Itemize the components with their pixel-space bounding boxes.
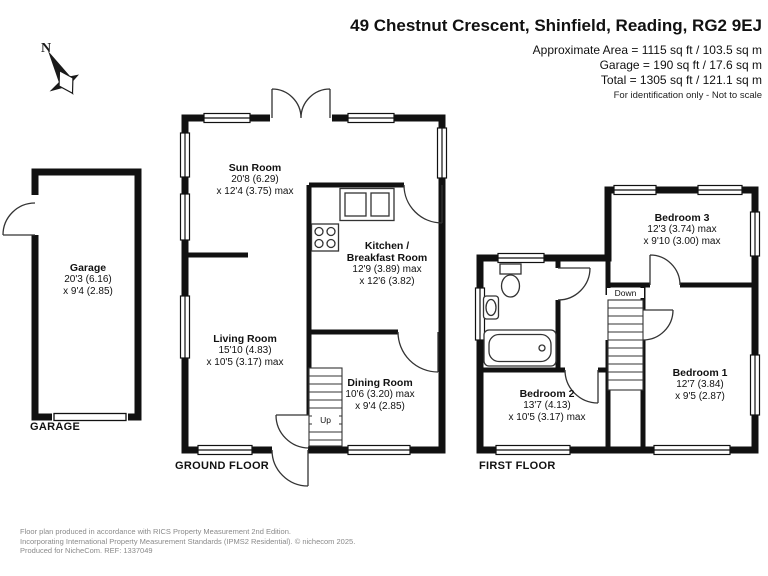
room-dim: 12'7 (3.84) <box>676 379 724 390</box>
page-title: 49 Chestnut Crescent, Shinfield, Reading… <box>350 16 762 35</box>
kitchen-sink-icon <box>339 187 395 222</box>
disclaimer-text: For identification only - Not to scale <box>613 90 762 101</box>
room-dim: 12'9 (3.89) max <box>352 264 422 275</box>
stairs-up-label: Up <box>312 415 339 425</box>
room-dim: 15'10 (4.83) <box>218 345 272 356</box>
sink-bowl <box>344 192 367 217</box>
sink-bowl <box>370 192 390 217</box>
toilet-icon <box>500 274 521 298</box>
hob-icon <box>310 223 340 252</box>
first-floor-label: FIRST FLOOR <box>479 460 556 472</box>
room-label-bedroom-3: Bedroom 3 12'3 (3.74) max x 9'10 (3.00) … <box>622 212 742 248</box>
hob-outline <box>310 223 340 252</box>
room-dim: x 9'10 (3.00) max <box>643 236 721 247</box>
footer-line: Produced for NicheCom. REF: 1337049 <box>20 546 153 555</box>
burner <box>314 226 324 237</box>
room-dim: 12'3 (3.74) max <box>647 224 717 235</box>
toilet-icon <box>499 263 522 275</box>
compass-north-label: N <box>41 41 51 56</box>
sink-icon <box>485 298 497 317</box>
room-dim: x 12'6 (3.82) <box>359 276 415 287</box>
room-label-dining-room: Dining Room 10'6 (3.20) max x 9'4 (2.85) <box>330 377 430 413</box>
total-area-line: Total = 1305 sq ft / 121.1 sq m <box>600 73 762 87</box>
compass-icon: N <box>41 41 79 95</box>
area-summary: Approximate Area = 1115 sq ft / 103.5 sq… <box>533 43 762 88</box>
ground-floor-label: GROUND FLOOR <box>175 460 270 472</box>
room-name: Kitchen / Breakfast Room <box>346 240 428 264</box>
garage-door-opening <box>29 195 41 235</box>
stairs-down <box>607 299 644 391</box>
garage-floor-label: GARAGE <box>30 421 81 433</box>
room-dim: x 12'4 (3.75) max <box>216 186 294 197</box>
room-name: Bedroom 2 <box>519 388 575 400</box>
bathtub-drain <box>538 344 546 352</box>
room-dim: 10'6 (3.20) max <box>345 389 415 400</box>
burner <box>326 238 336 249</box>
room-dim: 13'7 (4.13) <box>523 400 571 411</box>
french-door-opening <box>270 114 332 123</box>
burner <box>326 226 336 237</box>
footer-disclaimer: Floor plan produced in accordance with R… <box>20 527 355 556</box>
room-name: Bedroom 3 <box>654 212 710 224</box>
ground-window-midlines <box>184 117 443 451</box>
garage-main-door <box>53 412 127 422</box>
room-label-bedroom-2: Bedroom 2 13'7 (4.13) x 10'5 (3.17) max <box>487 388 607 424</box>
room-dim: 20'3 (6.16) <box>64 274 112 285</box>
burner <box>314 238 324 249</box>
room-name: Garage <box>69 262 107 274</box>
footer-line: Floor plan produced in accordance with R… <box>20 527 291 536</box>
stairs-down-label: Down <box>607 288 644 298</box>
garage-side-door-arc <box>2 202 36 236</box>
garage-area-line: Garage = 190 sq ft / 17.6 sq m <box>599 58 762 72</box>
stairs-outline <box>607 299 644 391</box>
room-dim: x 10'5 (3.17) max <box>206 357 284 368</box>
ground-door-arcs <box>271 88 443 487</box>
room-label-bedroom-1: Bedroom 1 12'7 (3.84) x 9'5 (2.87) <box>645 367 755 403</box>
first-door-arcs <box>557 254 681 404</box>
room-dim: 20'8 (6.29) <box>231 174 279 185</box>
bathroom-fixtures <box>482 263 557 367</box>
ground-floor-structure <box>179 88 448 487</box>
room-dim: x 10'5 (3.17) max <box>508 412 586 423</box>
room-dim: x 9'4 (2.85) <box>63 286 113 297</box>
approx-area-line: Approximate Area = 1115 sq ft / 103.5 sq… <box>532 43 762 57</box>
room-name: Dining Room <box>347 377 413 389</box>
garage-structure <box>2 168 142 422</box>
compass-center <box>58 69 74 95</box>
room-name: Living Room <box>213 333 277 345</box>
front-door-opening <box>272 445 308 455</box>
footer-line: Incorporating International Property Mea… <box>20 536 356 546</box>
ground-interior-walls <box>185 182 404 415</box>
room-dim: x 9'4 (2.85) <box>355 401 405 412</box>
first-window-midlines <box>479 189 756 451</box>
room-label-sun-room: Sun Room 20'8 (6.29) x 12'4 (3.75) max <box>195 162 315 198</box>
room-dim: x 9'5 (2.87) <box>675 391 725 402</box>
room-label-garage: Garage 20'3 (6.16) x 9'4 (2.85) <box>38 262 138 298</box>
stair-treads <box>608 307 643 381</box>
room-name: Sun Room <box>228 162 282 174</box>
stairs-outline <box>308 367 343 447</box>
first-floor-structure <box>474 184 761 456</box>
bathtub-icon <box>488 333 552 363</box>
room-label-living-room: Living Room 15'10 (4.83) x 10'5 (3.17) m… <box>185 333 305 369</box>
room-label-kitchen: Kitchen / Breakfast Room 12'9 (3.89) max… <box>343 240 431 288</box>
room-name: Bedroom 1 <box>672 367 728 379</box>
